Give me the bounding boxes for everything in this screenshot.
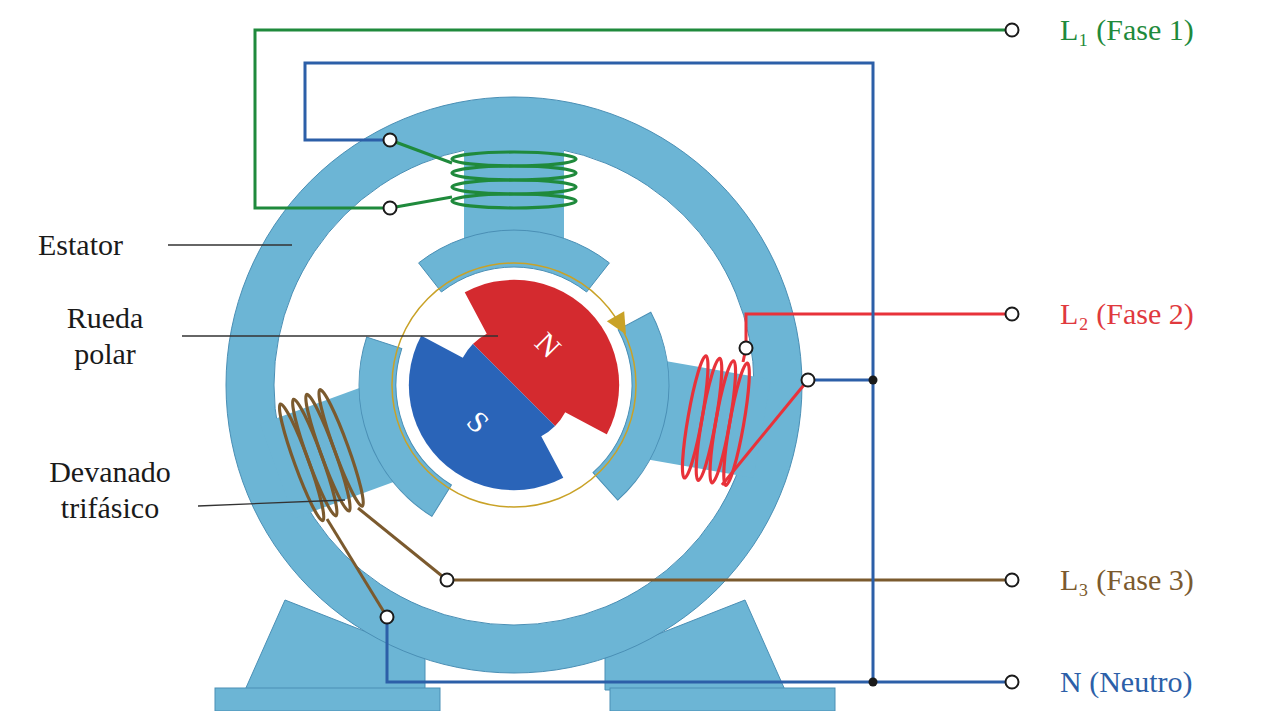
leader-lines [168, 245, 498, 506]
coil-turn [452, 194, 576, 208]
neutral-wire [808, 379, 873, 382]
coil-terminal [381, 611, 394, 624]
coil-lead [390, 197, 452, 208]
leader-line [168, 244, 292, 245]
coil-lead [358, 508, 447, 580]
coil-turn [313, 387, 369, 508]
coil-terminal [384, 202, 397, 215]
terminals [381, 24, 1019, 689]
terminal-label: L₁ (Fase 1) [1060, 12, 1194, 48]
wires [255, 30, 1006, 682]
neutral-wire [387, 617, 1006, 682]
coil-terminal [740, 342, 753, 355]
line-terminal [1006, 676, 1019, 689]
line-terminal [1006, 308, 1019, 321]
pole-wheel [409, 280, 619, 490]
rotor-notch [541, 412, 608, 479]
stator-pole [589, 307, 779, 523]
leader-line [198, 500, 345, 506]
right-foot-base [610, 688, 835, 711]
coil-turn [452, 180, 576, 194]
rotor-notch [420, 291, 487, 358]
junction-dot [869, 376, 878, 385]
coil-terminal [441, 574, 454, 587]
neutral-wire [305, 63, 873, 682]
junction-dots [869, 376, 878, 687]
phase-winding [452, 152, 576, 208]
rotation-circle [392, 263, 636, 507]
coil-turn [452, 152, 576, 166]
pole-letter: S [459, 403, 496, 440]
pole-letter: N [528, 325, 569, 366]
coil-terminal [802, 374, 815, 387]
leader-line [182, 335, 498, 336]
junction-dot [869, 678, 878, 687]
part-label: Devanado trifásico [20, 454, 200, 526]
coil-turn [300, 392, 356, 513]
line-terminal [1006, 574, 1019, 587]
phase2-wire [746, 314, 1006, 348]
part-label: Estator [38, 227, 123, 263]
coil-turn [678, 355, 713, 480]
pole-arm [464, 133, 564, 243]
coil-turn [452, 166, 576, 180]
coil-lead [722, 380, 808, 485]
terminal-label: L₃ (Fase 3) [1060, 562, 1194, 598]
stator-ring [226, 97, 802, 673]
coil-terminal [384, 134, 397, 147]
stator-pole [419, 133, 610, 292]
arrow-head [607, 311, 635, 339]
coil-lead [390, 140, 452, 163]
terminal-label: N (Neutro) [1060, 664, 1192, 700]
coil-lead [327, 519, 387, 617]
phase1-wire [255, 30, 1006, 208]
left-foot-base [215, 688, 440, 711]
phase-winding [678, 355, 755, 487]
part-label: Rueda polar [40, 300, 170, 372]
rotation-arrow [607, 311, 635, 339]
line-terminal [1006, 24, 1019, 37]
phase3-wire [447, 579, 1006, 582]
terminal-label: L₂ (Fase 2) [1060, 296, 1194, 332]
